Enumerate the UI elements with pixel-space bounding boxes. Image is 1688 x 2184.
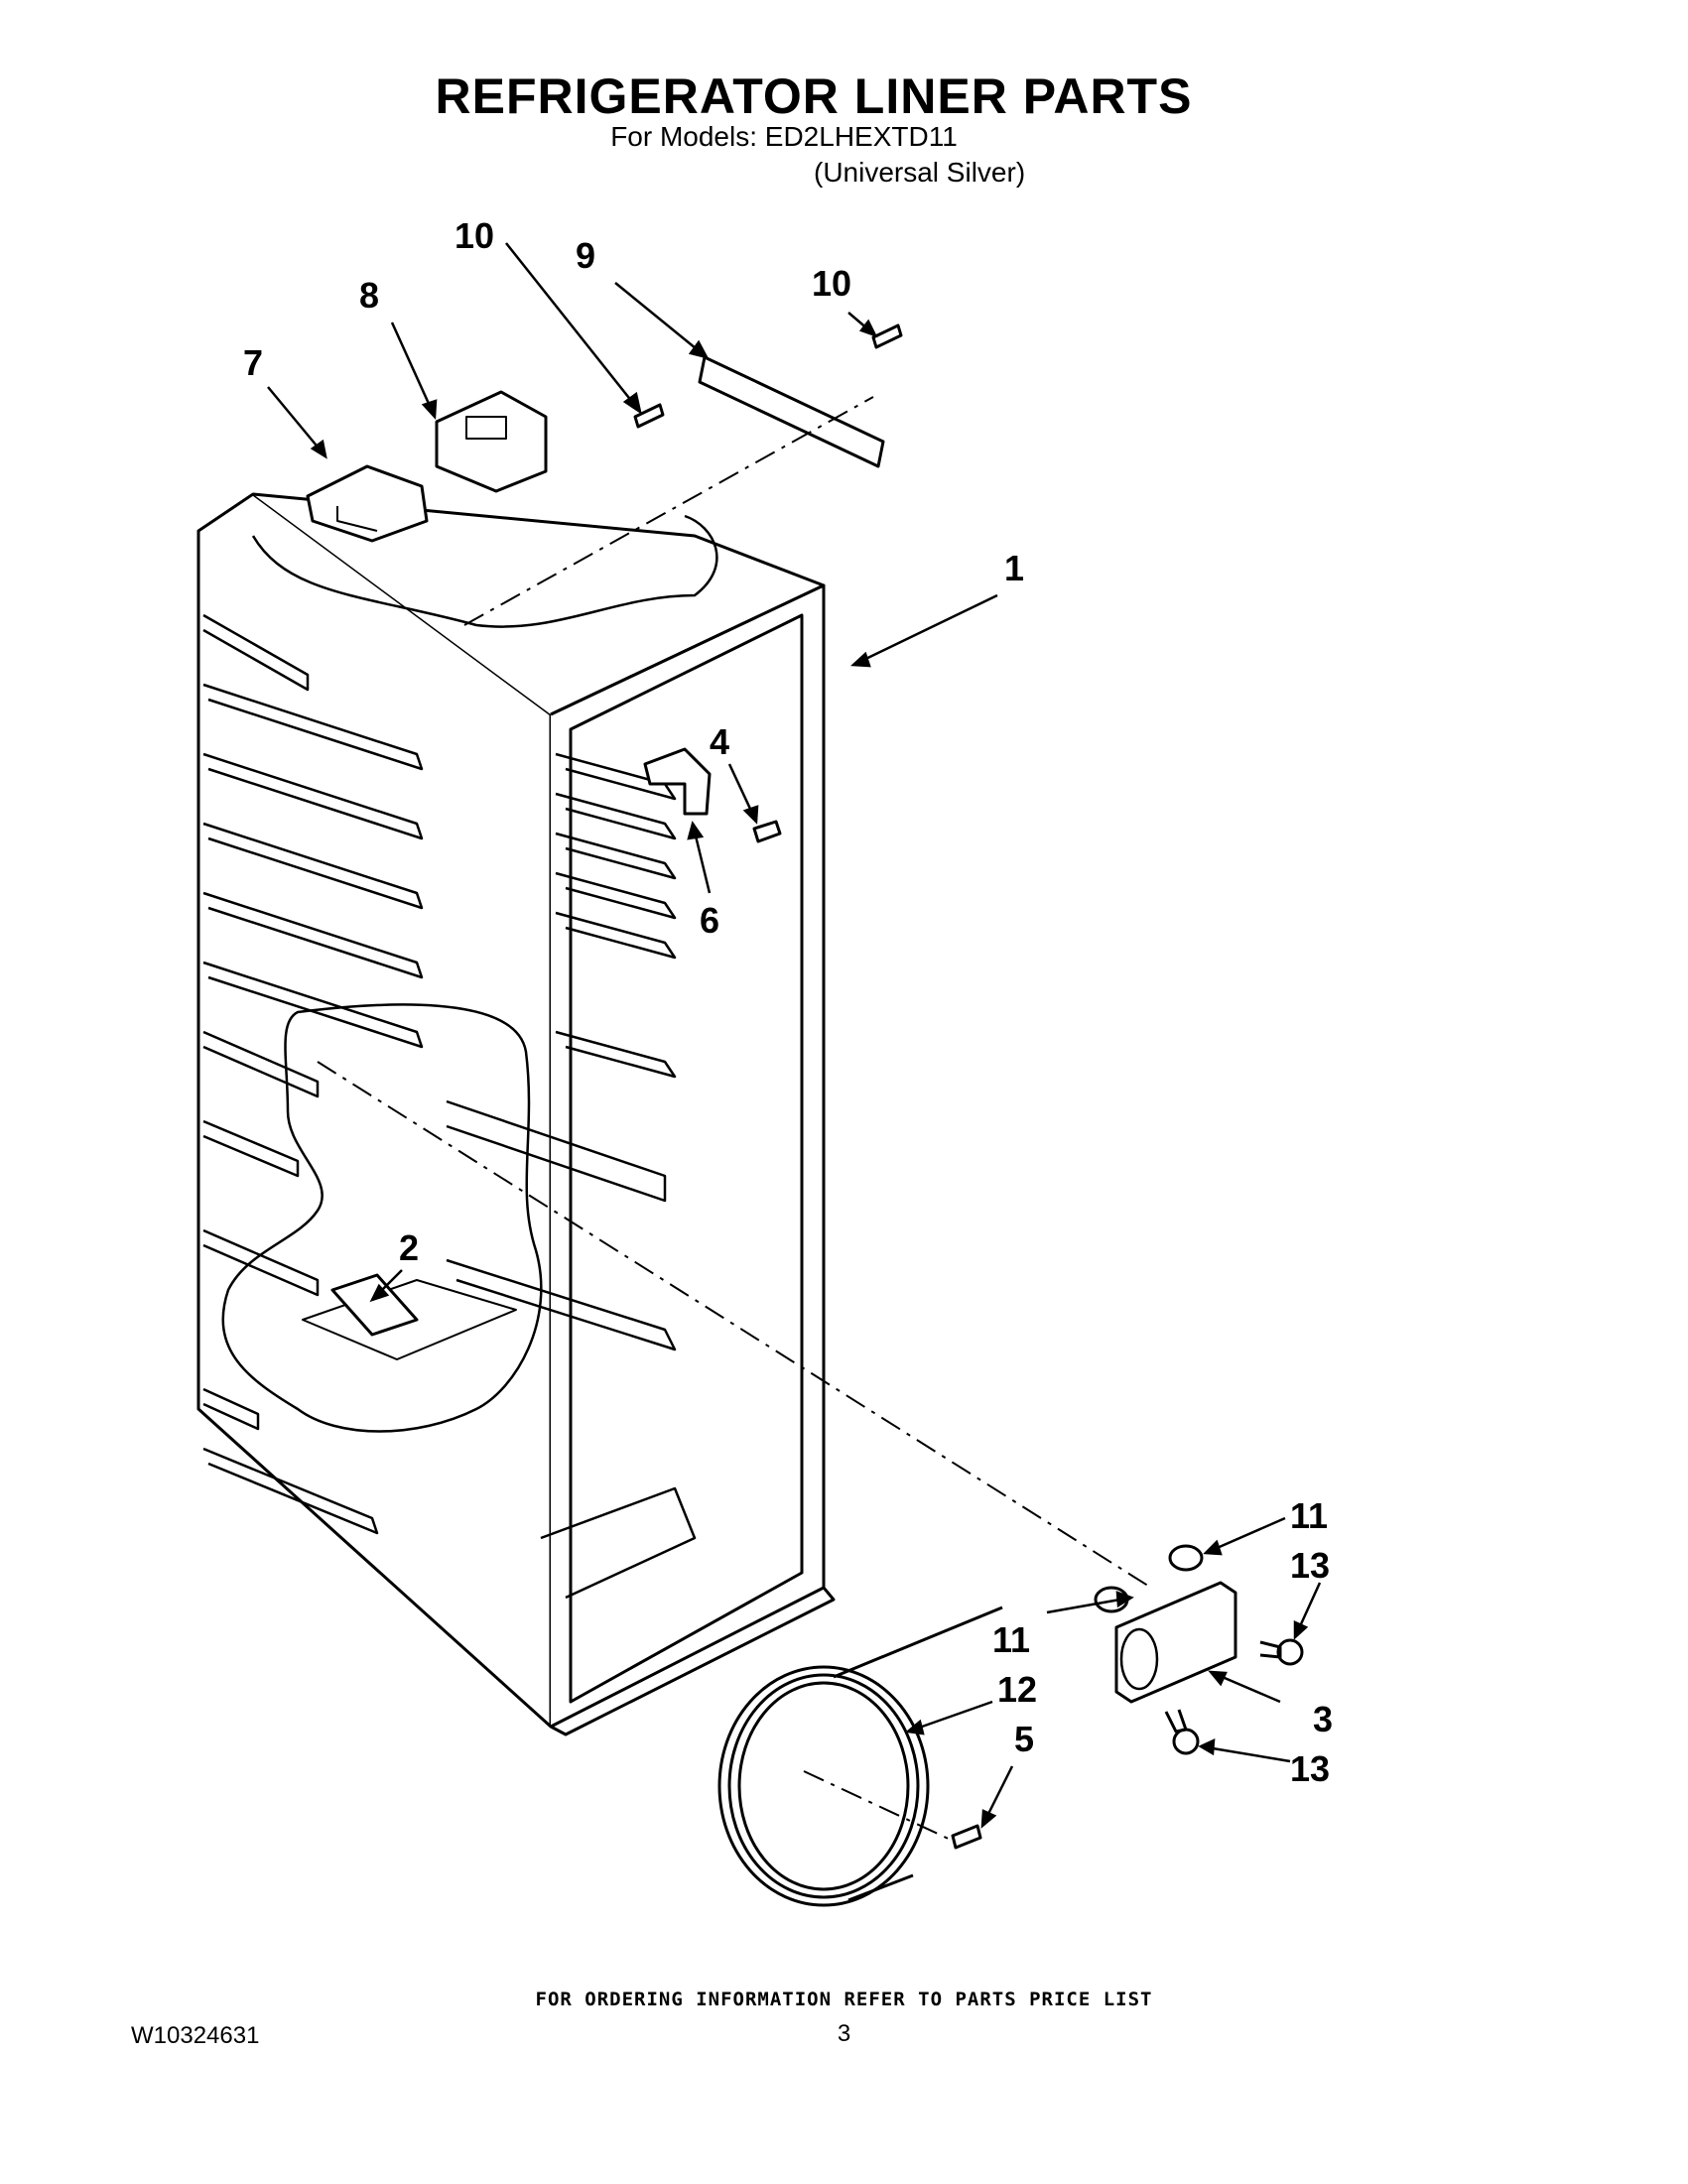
callout-8: 8 <box>359 275 379 316</box>
callout-10-right: 10 <box>812 263 851 304</box>
callout-2: 2 <box>399 1227 419 1268</box>
callout-4: 4 <box>710 721 729 762</box>
liner-drawing <box>196 323 1304 1907</box>
callout-13-upper: 13 <box>1290 1545 1330 1586</box>
color-line: (Universal Silver) <box>814 157 1026 188</box>
callout-12: 12 <box>997 1669 1037 1710</box>
callout-1: 1 <box>1004 548 1024 588</box>
callout-9: 9 <box>576 235 595 276</box>
callout-5: 5 <box>1014 1719 1034 1759</box>
ordering-note: FOR ORDERING INFORMATION REFER TO PARTS … <box>535 1989 1153 2010</box>
document-number: W10324631 <box>131 2022 260 2049</box>
page-number: 3 <box>837 2020 851 2047</box>
callout-7: 7 <box>243 342 263 383</box>
page-title: REFRIGERATOR LINER PARTS <box>435 68 1193 124</box>
callout-10-left: 10 <box>454 215 494 256</box>
callout-11-lower: 11 <box>992 1619 1030 1660</box>
leader-arrows <box>267 242 1322 1829</box>
callout-11-upper: 11 <box>1290 1495 1328 1536</box>
callout-13-lower: 13 <box>1290 1748 1330 1789</box>
callout-3: 3 <box>1313 1699 1333 1739</box>
models-line: For Models: ED2LHEXTD11 <box>610 121 958 152</box>
callout-6: 6 <box>700 900 719 941</box>
